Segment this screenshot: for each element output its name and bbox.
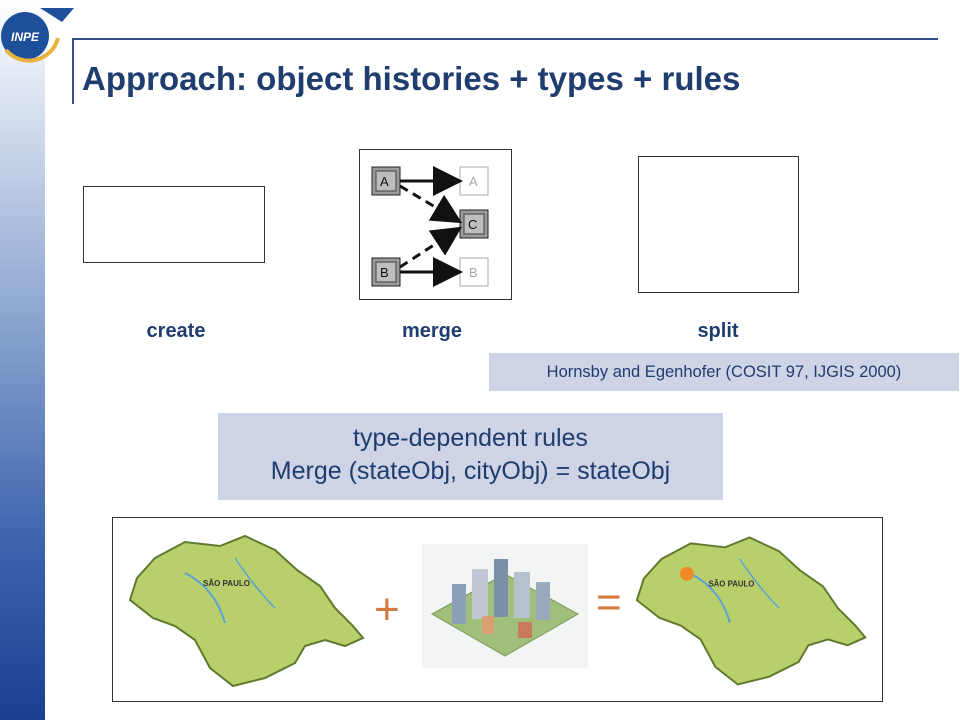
slide-title: Approach: object histories + types + rul… [82, 60, 741, 97]
merge-right-a: A [469, 174, 478, 189]
merge-diagram: A B A C B [359, 149, 512, 300]
plus-symbol: + [374, 585, 400, 634]
merge-left-a: A [380, 174, 389, 189]
state-map-left-label: SÃO PAULO [203, 579, 250, 588]
rules-heading: type-dependent rules [353, 424, 588, 452]
rules-box: type-dependent rules Merge (stateObj, ci… [218, 413, 723, 500]
header-rule-vertical [72, 38, 74, 104]
header-rule [72, 38, 938, 40]
state-map-left: SÃO PAULO [128, 534, 365, 688]
split-box [638, 156, 799, 293]
city-image [422, 544, 588, 668]
rules-formula: Merge (stateObj, cityObj) = stateObj [270, 457, 671, 485]
create-label: create [146, 320, 206, 342]
inpe-logo: INPE [1, 8, 74, 63]
state-map-right: SÃO PAULO [635, 536, 867, 686]
merge-right-c: C [468, 217, 477, 232]
merge-label: merge [401, 320, 463, 342]
side-gradient-bar [0, 0, 45, 720]
equals-symbol: = [596, 578, 622, 627]
state-map-right-label: SÃO PAULO [708, 579, 754, 588]
citation-box: Hornsby and Egenhofer (COSIT 97, IJGIS 2… [489, 353, 959, 391]
split-label: split [697, 320, 739, 342]
logo-text: INPE [11, 30, 40, 44]
merge-right-b: B [469, 265, 478, 280]
merge-left-b: B [380, 265, 389, 280]
city-marker-icon [680, 566, 694, 581]
create-box [83, 186, 265, 263]
